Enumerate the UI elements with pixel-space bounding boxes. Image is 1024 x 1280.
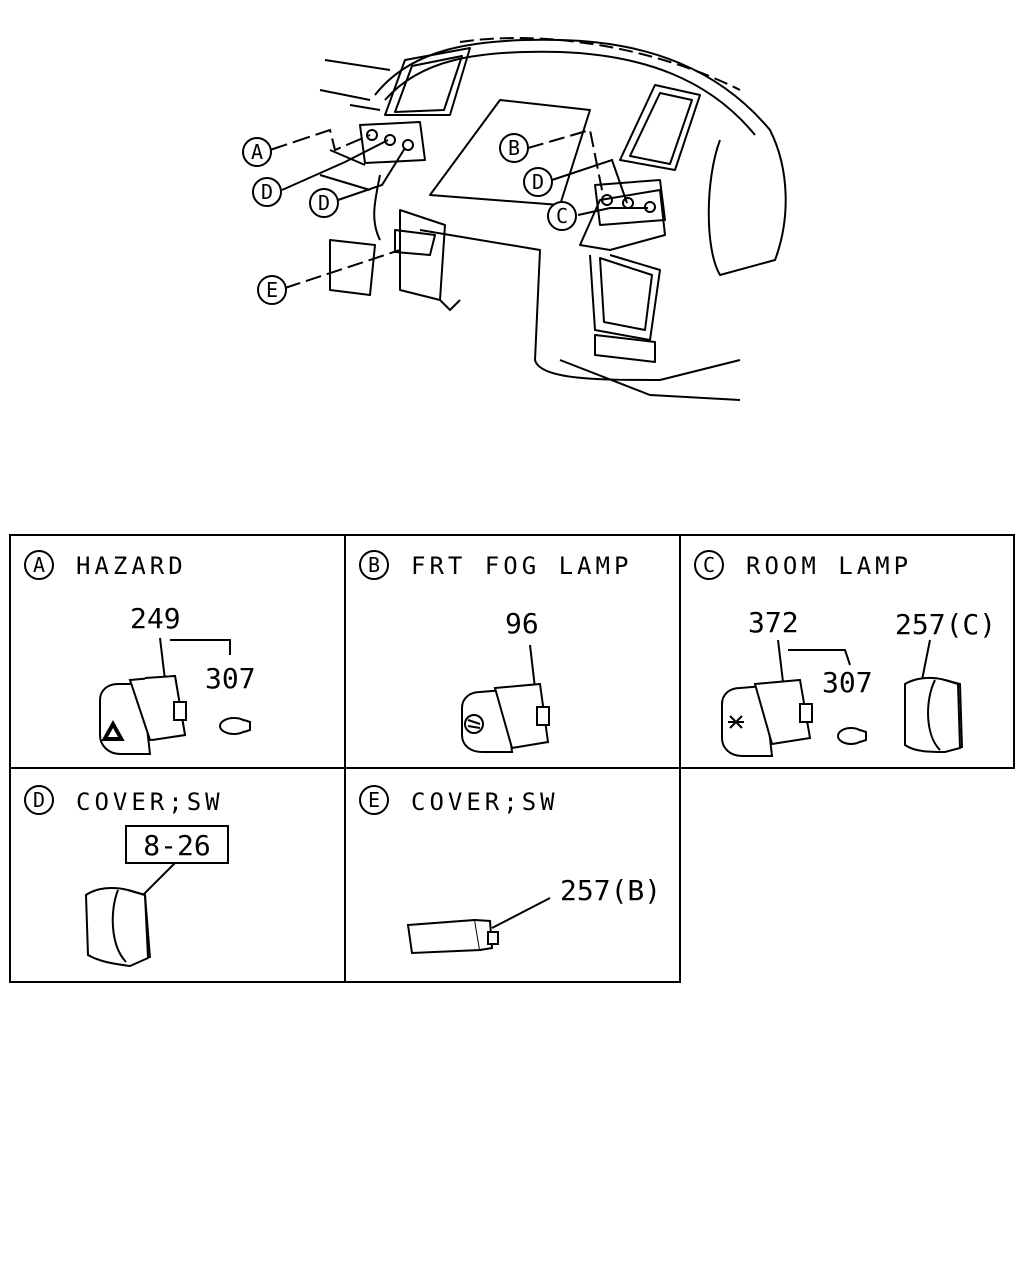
callout-d-right: D: [523, 167, 553, 197]
dashboard-illustration: [319, 37, 787, 401]
callout-b: B: [499, 133, 529, 163]
svg-text:E: E: [266, 278, 278, 302]
room-lamp-switch-icon: [721, 639, 963, 757]
part-number-249: 249: [130, 602, 181, 635]
svg-text:D: D: [318, 191, 330, 215]
part-number-307: 307: [205, 662, 256, 695]
panel-d: D COVER;SW 8-26: [24, 785, 229, 968]
svg-text:B: B: [508, 136, 520, 160]
svg-text:A: A: [251, 140, 263, 164]
panel-b-title: FRT FOG LAMP: [411, 552, 632, 580]
part-number-307: 307: [822, 666, 873, 699]
panel-b: B FRT FOG LAMP 96: [359, 550, 632, 753]
overview-callouts: A B C D D D E: [242, 133, 577, 305]
panel-e: E COVER;SW 257(B): [359, 785, 661, 955]
panel-e-title: COVER;SW: [411, 788, 559, 816]
svg-text:D: D: [532, 170, 544, 194]
part-number-257b: 257(B): [560, 874, 661, 907]
callout-d-left-lower: D: [309, 188, 339, 218]
panel-a-title: HAZARD: [76, 552, 187, 580]
switch-cover-icon: [84, 862, 176, 968]
callout-d-left-upper: D: [252, 177, 282, 207]
part-number-257c: 257(C): [895, 608, 996, 641]
fog-lamp-switch-icon: [461, 644, 550, 753]
panel-b-letter: B: [368, 553, 380, 577]
panel-e-letter: E: [368, 788, 380, 812]
hazard-switch-icon: [99, 637, 251, 755]
panel-d-title: COVER;SW: [76, 788, 224, 816]
panel-c-title: ROOM LAMP: [746, 552, 912, 580]
svg-text:D: D: [261, 180, 273, 204]
part-ref-8-26: 8-26: [143, 829, 210, 862]
panel-c: C ROOM LAMP 372 307 257(C): [694, 550, 996, 757]
callout-e: E: [257, 275, 287, 305]
parts-grid: [9, 534, 1015, 983]
blank-cover-icon: [406, 897, 551, 955]
panel-a: A HAZARD 249 307: [24, 550, 256, 755]
svg-text:C: C: [556, 204, 568, 228]
part-number-372: 372: [748, 606, 799, 639]
panel-d-letter: D: [33, 788, 45, 812]
part-number-96: 96: [505, 607, 539, 640]
part-ref-box: [125, 825, 229, 864]
callout-c: C: [547, 201, 577, 231]
panel-a-letter: A: [33, 553, 45, 577]
panel-c-letter: C: [703, 553, 715, 577]
callout-a: A: [242, 137, 272, 167]
callout-leaders: [269, 128, 648, 289]
